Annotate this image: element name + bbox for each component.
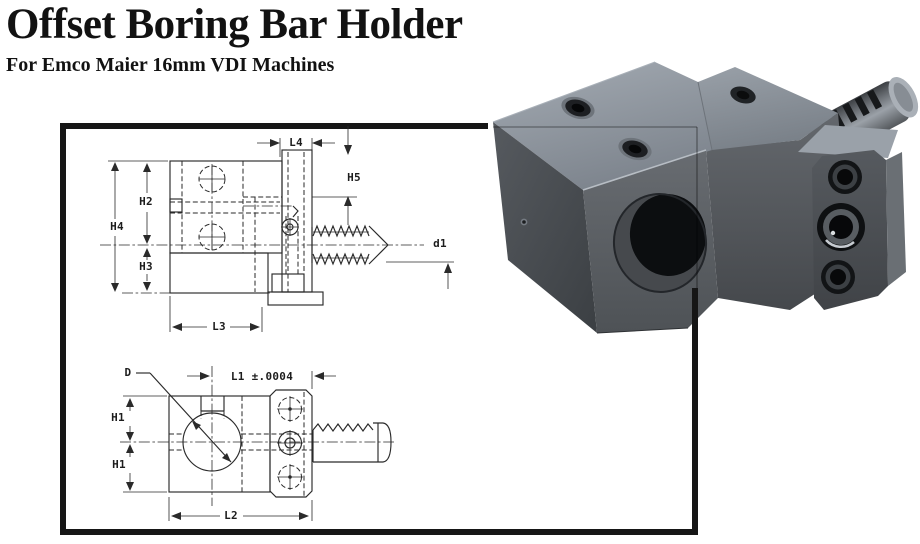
dim-label-d: D: [122, 366, 134, 380]
left-face: [493, 122, 597, 333]
dim-h5: [312, 126, 357, 225]
dim-h1-upper: [123, 395, 167, 441]
top-set-screw-2: [618, 137, 652, 161]
dim-d-leader: [136, 372, 232, 463]
dim-label-h4: H4: [108, 220, 126, 234]
product-photo: [488, 56, 920, 396]
flange-screw-top-3d: [828, 160, 862, 194]
rear-top-face: [698, 67, 838, 150]
dim-h1-lower: [123, 444, 167, 493]
mount-hole-bottom: [198, 223, 226, 251]
dim-label-h1-lower: H1: [110, 458, 128, 472]
dim-label-l1: L1 ±.0004: [228, 370, 296, 384]
page-title: Offset Boring Bar Holder: [6, 1, 463, 48]
top-view-side-elevation: [100, 126, 454, 332]
vdi-flange-outline: [269, 389, 313, 498]
dim-d1: [386, 261, 454, 289]
flange-top-bevel: [798, 125, 898, 158]
clamp-screw: [281, 218, 299, 236]
vdi-thread-profile: [311, 224, 389, 266]
dim-label-l2: L2: [222, 509, 240, 523]
flange-screw-middle: [277, 430, 303, 456]
flange-screw-bottom: [277, 464, 303, 490]
dim-label-h2: H2: [137, 195, 155, 209]
dim-label-h1-upper: H1: [109, 411, 127, 425]
dim-label-l3: L3: [210, 320, 228, 334]
dim-h4: [108, 160, 168, 292]
top-face: [493, 62, 712, 190]
flange-right-side: [886, 152, 906, 286]
bottom-view-plan: [120, 366, 394, 521]
dim-h2: [143, 163, 151, 244]
flange-screw-top: [277, 396, 303, 422]
dim-label-l4: L4: [287, 136, 305, 150]
mount-hole-top: [198, 165, 226, 193]
dim-l2: [168, 497, 313, 521]
vdi-shank-plan: [312, 422, 392, 463]
flange-bore-3d: [817, 203, 865, 251]
dim-label-h5: H5: [345, 171, 363, 185]
dim-l4: [257, 138, 335, 157]
rear-set-screw: [730, 86, 756, 104]
dim-h3: [143, 248, 151, 291]
dim-label-d1: d1: [431, 237, 449, 251]
dim-l1: [187, 371, 336, 389]
boring-bar-bore: [612, 193, 708, 293]
top-set-screw-1: [561, 96, 595, 120]
dim-label-h3: H3: [137, 260, 155, 274]
page-subtitle: For Emco Maier 16mm VDI Machines: [6, 54, 335, 76]
flange-screw-bottom-3d: [821, 260, 855, 294]
frame-right-border: [692, 288, 698, 535]
pin-hole: [520, 218, 528, 226]
dim-l3: [169, 296, 263, 332]
